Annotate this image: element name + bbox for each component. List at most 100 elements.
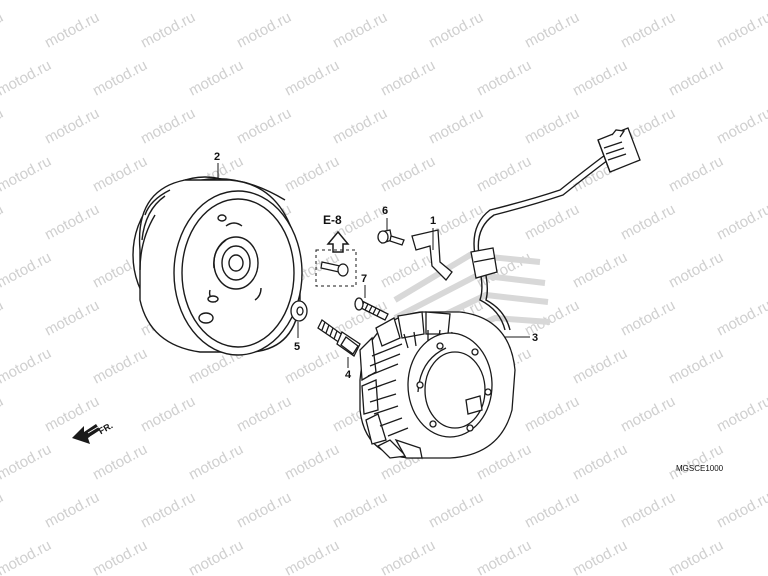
watermark-text: motod.ru (138, 489, 198, 532)
watermark-text: motod.ru (570, 537, 630, 576)
watermark-text: motod.ru (90, 345, 150, 388)
watermark-text: motod.ru (378, 537, 438, 576)
leader-lines (217, 163, 530, 368)
watermark-text: motod.ru (282, 153, 342, 196)
watermark-text: motod.ru (666, 0, 726, 4)
watermark-text: motod.ru (234, 489, 294, 532)
watermark-text: motod.ru (618, 393, 678, 436)
watermark-text: motod.ru (426, 489, 486, 532)
diagram-code: MGSCE1000 (676, 464, 724, 473)
watermark-text: motod.ru (0, 153, 54, 196)
watermark-text: motod.ru (714, 393, 768, 436)
watermark-text: motod.ru (330, 9, 390, 52)
watermark-text: motod.ru (378, 249, 438, 292)
watermark-text: motod.ru (282, 345, 342, 388)
watermark-text: motod.ru (90, 57, 150, 100)
flange-bolt (317, 319, 361, 357)
watermark-text: motod.ru (714, 201, 768, 244)
flywheel (132, 176, 303, 356)
watermark-text: motod.ru (0, 201, 6, 244)
watermark-text: motod.ru (330, 489, 390, 532)
watermark-text: motod.ru (522, 105, 582, 148)
watermark-text: motod.ru (474, 153, 534, 196)
watermark-text: motod.ru (0, 537, 54, 576)
watermark-text: motod.ru (378, 57, 438, 100)
callout-1: 1 (430, 215, 436, 227)
watermark-text: motod.ru (42, 297, 102, 340)
watermark-text: motod.ru (666, 57, 726, 100)
watermark-text: motod.ru (570, 0, 630, 4)
callout-7: 7 (361, 273, 367, 285)
callout-4: 4 (345, 369, 352, 381)
watermark-text: motod.ru (522, 9, 582, 52)
watermark-text: motod.ru (474, 537, 534, 576)
watermark-text: motod.ru (0, 105, 6, 148)
watermark-text: motod.ru (714, 105, 768, 148)
front-direction-arrow (72, 422, 101, 444)
watermark-text: motod.ru (0, 249, 54, 292)
watermark-text: motod.ru (282, 537, 342, 576)
watermark-text: motod.ru (330, 105, 390, 148)
watermark-text: motod.ru (42, 489, 102, 532)
callout-6: 6 (382, 205, 388, 217)
watermark-text: motod.ru (618, 9, 678, 52)
watermark-text: motod.ru (378, 153, 438, 196)
watermark-text: motod.ru (714, 297, 768, 340)
watermark-text: motod.ru (42, 201, 102, 244)
watermark-text: motod.ru (0, 489, 6, 532)
watermark-text: motod.ru (90, 441, 150, 484)
watermark-text: motod.ru (666, 441, 726, 484)
watermark-text: motod.ru (522, 393, 582, 436)
harness-grommet (470, 247, 498, 279)
watermark-text: motod.ru (426, 105, 486, 148)
watermark-text: motod.ru (570, 441, 630, 484)
socket-bolt (354, 297, 389, 321)
watermark-text: motod.ru (618, 297, 678, 340)
watermark-text: motod.ru (42, 105, 102, 148)
watermark-text: motod.ru (666, 249, 726, 292)
watermark-text: motod.ru (138, 393, 198, 436)
watermark-text: motod.ru (570, 249, 630, 292)
watermark-text: motod.ru (714, 489, 768, 532)
watermark-text: motod.ru (186, 57, 246, 100)
callout-5: 5 (294, 341, 300, 353)
watermark-text: motod.ru (0, 57, 54, 100)
watermark-text: motod.ru (666, 345, 726, 388)
watermark-text: motod.ru (426, 9, 486, 52)
reference-arrow (326, 230, 350, 253)
washer (290, 300, 308, 322)
watermark-text: motod.ru (186, 537, 246, 576)
watermark-text: motod.ru (42, 9, 102, 52)
watermark-text: motod.ru (570, 57, 630, 100)
watermark-text: motod.ru (90, 537, 150, 576)
watermark-text: motod.ru (186, 0, 246, 4)
watermark-text: motod.ru (618, 201, 678, 244)
watermark-text: motod.ru (90, 153, 150, 196)
watermark-text: motod.ru (138, 105, 198, 148)
watermark-text: motod.ru (0, 297, 6, 340)
reference-label: E-8 (323, 213, 342, 227)
watermark-text: motod.ru (474, 0, 534, 4)
watermark-text: motod.ru (570, 345, 630, 388)
flywheel-bolt (320, 261, 349, 277)
watermark-text: motod.ru (0, 345, 54, 388)
front-direction-label: FR. (97, 420, 115, 436)
reference-box (315, 249, 357, 287)
watermark-text: motod.ru (282, 0, 342, 4)
watermark-text: motod.ru (234, 105, 294, 148)
wire-clamp (411, 229, 453, 281)
watermark-text: motod.ru (138, 9, 198, 52)
harness-connector (597, 127, 641, 173)
watermark-text: motod.ru (714, 9, 768, 52)
watermark-text: motod.ru (282, 441, 342, 484)
watermark-text: motod.ru (234, 9, 294, 52)
watermark-text: motod.ru (0, 441, 54, 484)
stator (359, 311, 516, 459)
watermark-text: motod.ru (0, 393, 6, 436)
watermark-text: motod.ru (234, 393, 294, 436)
watermark-text: motod.ru (90, 0, 150, 4)
callout-2: 2 (214, 151, 220, 163)
watermark-text: motod.ru (618, 489, 678, 532)
